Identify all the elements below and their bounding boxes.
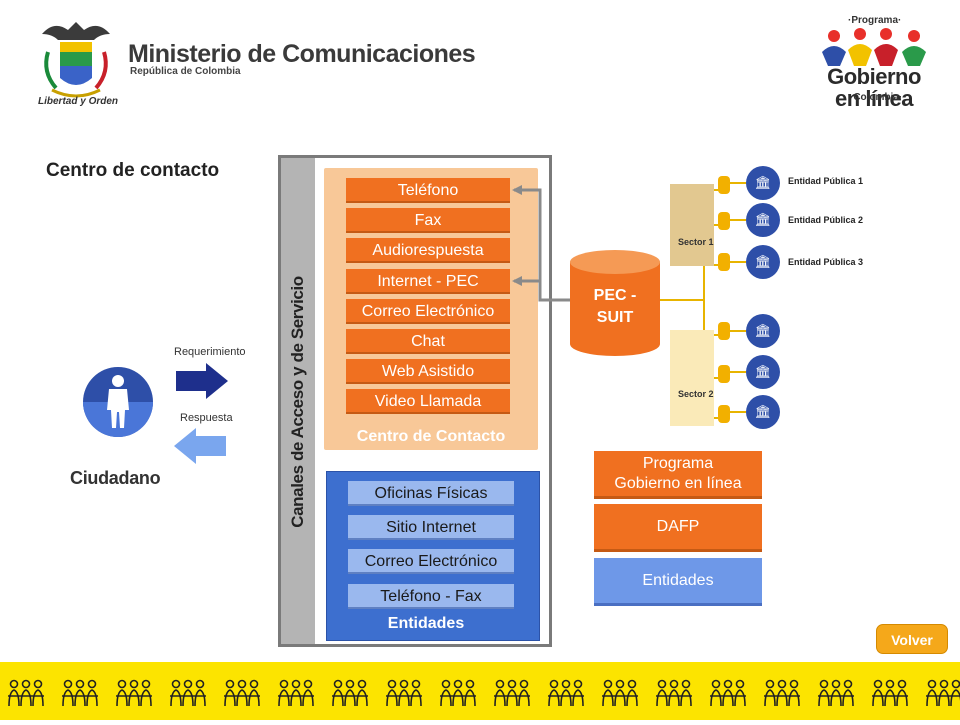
channel-web-asistido: Web Asistido <box>346 359 510 384</box>
response-label: Respuesta <box>180 412 233 424</box>
sector-1-band <box>670 184 714 266</box>
channels-vertical-bar <box>281 158 315 644</box>
sector-2-band <box>670 330 714 426</box>
legend-programa-line2: Gobierno en línea <box>614 475 742 492</box>
citizen-label: Ciudadano <box>70 468 161 488</box>
legend-entidades: Entidades <box>594 558 762 606</box>
channel-internet-pec: Internet - PEC <box>346 269 510 294</box>
legend-programa: Programa Gobierno en línea <box>594 451 762 499</box>
pec-suit-label: PEC - SUIT <box>570 285 660 329</box>
entity-label: Entidad Pública 1 <box>788 176 864 186</box>
response-arrow-icon <box>174 428 226 464</box>
public-entity-building-icon: 🏛 <box>746 166 780 200</box>
public-entity-building-icon: 🏛 <box>746 355 780 389</box>
sector-2-label: Sector 2 <box>678 389 714 399</box>
pec-cylinder-body <box>570 262 660 344</box>
channel-video-llamada: Video Llamada <box>346 389 510 414</box>
public-entity-building-icon: 🏛 <box>746 314 780 348</box>
entities-caption: Entidades <box>387 615 465 632</box>
program-figures-icon <box>820 26 930 68</box>
crest-motto: Libertad y Orden <box>38 96 119 107</box>
public-entity-building-icon: 🏛 <box>746 245 780 279</box>
ministry-title: Ministerio de Comunicaciones <box>128 40 476 68</box>
pec-label-line2: SUIT <box>596 309 634 326</box>
pec-cylinder-top <box>570 250 660 274</box>
footer-figures-band <box>0 662 960 720</box>
channel-correo-electronico: Correo Electrónico <box>346 299 510 324</box>
channel-fax: Fax <box>346 208 510 233</box>
legend-programa-line1: Programa <box>642 455 714 472</box>
citizen-icon <box>82 366 154 438</box>
program-top-label: ·Programa· <box>848 15 902 26</box>
channel-correo-entidades: Correo Electrónico <box>348 549 514 574</box>
program-country: ·Colombia· <box>850 92 903 103</box>
request-arrow-icon <box>176 363 228 399</box>
channel-audiorespuesta: Audiorespuesta <box>346 238 510 263</box>
channel-telefono: Teléfono <box>346 178 510 203</box>
channel-chat: Chat <box>346 329 510 354</box>
pec-label-line1: PEC - <box>593 287 637 304</box>
ministry-subtitle: República de Colombia <box>130 66 241 77</box>
entity-label: Entidad Pública 2 <box>788 215 864 225</box>
entity-label: Entidad Pública 3 <box>788 257 864 267</box>
sector-1-label: Sector 1 <box>678 237 714 247</box>
channel-oficinas-fisicas: Oficinas Físicas <box>348 481 514 506</box>
program-name: Gobierno en línea <box>827 64 921 111</box>
public-entity-building-icon: 🏛 <box>746 203 780 237</box>
legend-dafp: DAFP <box>594 504 762 552</box>
channel-telefono-fax: Teléfono - Fax <box>348 584 514 609</box>
request-label: Requerimiento <box>174 346 246 358</box>
section-title: Centro de contacto <box>46 160 220 181</box>
channel-sitio-internet: Sitio Internet <box>348 515 514 540</box>
contact-center-caption: Centro de Contacto <box>356 428 506 445</box>
public-entity-building-icon: 🏛 <box>746 395 780 429</box>
colombia-crest <box>34 12 118 112</box>
volver-button[interactable]: Volver <box>876 624 948 654</box>
footer-figures-pattern <box>7 679 960 707</box>
